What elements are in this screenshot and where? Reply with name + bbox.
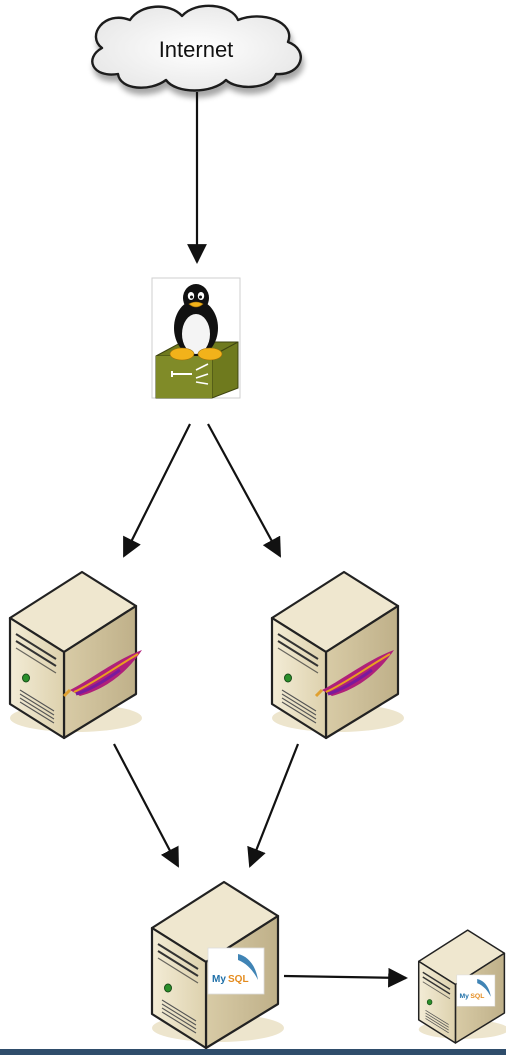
- mysql-logo-my: My: [460, 993, 470, 1000]
- mysql-logo-my: My: [212, 974, 226, 985]
- arrow-web-right-to-db: [247, 743, 300, 868]
- mysql-logo: My SQL: [207, 947, 265, 995]
- cloud-icon: [91, 4, 302, 92]
- db-server-replica: My SQL: [417, 929, 506, 1044]
- linux-router-icon: [155, 284, 239, 399]
- arrow-db-primary-to-replica: [283, 967, 408, 988]
- mysql-logo-sql: SQL: [470, 993, 484, 1000]
- db-server-primary: My SQL: [150, 880, 286, 1050]
- internet-label: Internet: [159, 37, 234, 62]
- mysql-logo: My SQL: [456, 974, 496, 1007]
- linux-router: [151, 277, 241, 399]
- internet-cloud: [91, 4, 302, 92]
- apache-server-icon: [8, 570, 144, 740]
- arrow-router-to-web-server-left: [123, 423, 191, 558]
- web-server-left: [8, 570, 144, 740]
- arrow-web-left-to-db: [113, 743, 179, 868]
- bottom-edge-bar: [0, 1049, 506, 1055]
- arrow-router-to-web-server-right: [207, 423, 281, 558]
- web-server-right: [270, 570, 406, 740]
- mysql-logo-sql: SQL: [228, 974, 249, 985]
